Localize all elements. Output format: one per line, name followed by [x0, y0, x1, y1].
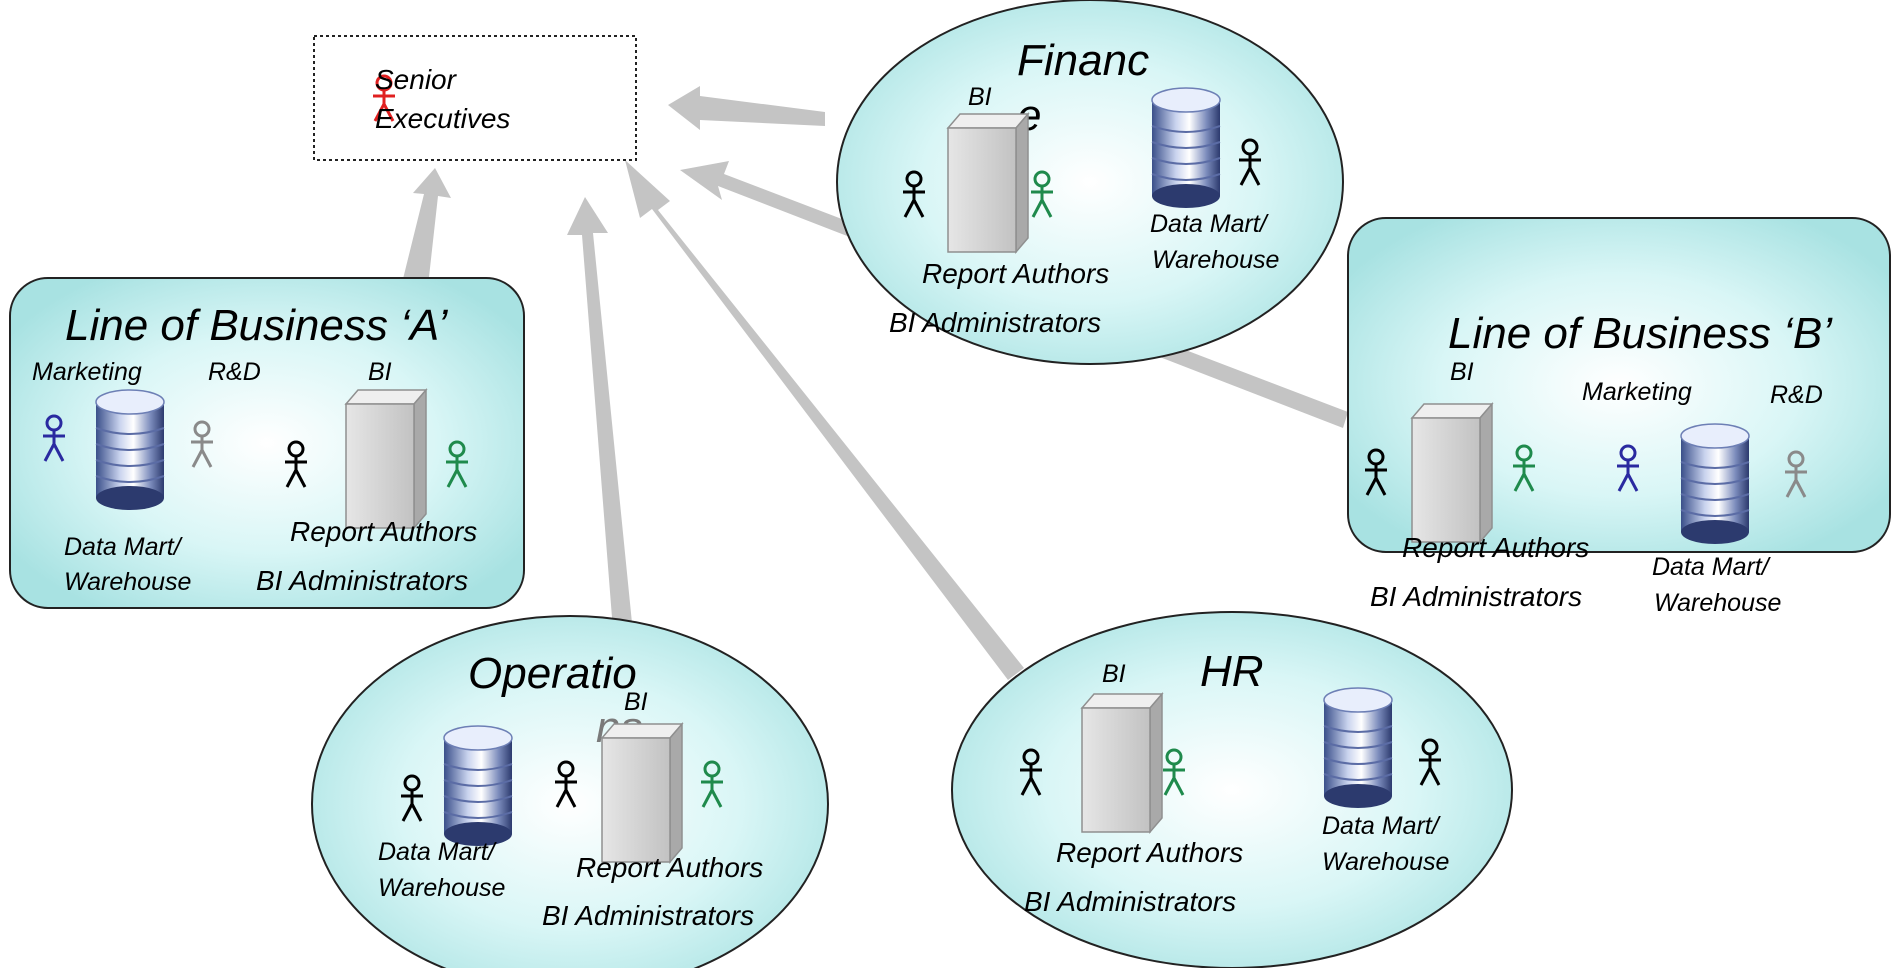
database-icon: [1151, 87, 1221, 209]
finance-report-authors-label: Report Authors: [922, 258, 1109, 289]
database-icon: [443, 725, 513, 847]
group-finance[interactable]: Financ e BI Data Mart/ Warehouse Report …: [836, 0, 1344, 365]
database-icon: [95, 389, 165, 511]
lob-a-rd-label: R&D: [208, 358, 261, 386]
bi-server-icon: [947, 113, 1029, 253]
operations-bi-label: BI: [624, 688, 648, 716]
lob-a-dm-line1: Data Mart/: [64, 533, 184, 561]
lob-b-bi-admins-label: BI Administrators: [1370, 581, 1582, 612]
hr-dm-line1: Data Mart/: [1322, 812, 1442, 840]
group-lob-a[interactable]: Line of Business ‘A’ Marketing R&D BI Re…: [9, 277, 525, 609]
lob-b-bi-label: BI: [1450, 358, 1474, 386]
finance-bi-label: BI: [968, 83, 992, 111]
lob-b-report-authors-label: Report Authors: [1402, 532, 1589, 563]
arrow-finance: [668, 86, 825, 130]
bi-server-icon: [601, 723, 683, 863]
lob-a-bi-admins-label: BI Administrators: [256, 565, 468, 596]
finance-dm-line1: Data Mart/: [1150, 210, 1270, 238]
bi-server-icon: [1081, 693, 1163, 833]
group-hr[interactable]: HR BI Data Mart/ Warehouse Report Author…: [951, 611, 1513, 969]
finance-dm-line2: Warehouse: [1152, 246, 1279, 274]
arrow-lob-a: [402, 168, 451, 286]
operations-bi-admins-label: BI Administrators: [542, 900, 754, 931]
finance-bi-admins-label: BI Administrators: [889, 307, 1101, 338]
lob-a-marketing-label: Marketing: [32, 358, 142, 386]
finance-title-line1: Financ: [1017, 36, 1149, 85]
hr-report-authors-label: Report Authors: [1056, 837, 1243, 868]
lob-a-dm-line2: Warehouse: [64, 568, 191, 596]
executives-label-line1: Senior: [375, 64, 458, 95]
bi-server-icon: [1411, 403, 1493, 543]
group-lob-b[interactable]: Line of Business ‘B’ BI Marketing R&D Re…: [1347, 217, 1891, 617]
arrow-operations: [567, 197, 634, 643]
lob-a-bi-label: BI: [368, 358, 392, 386]
lob-b-title: Line of Business ‘B’: [1448, 309, 1833, 358]
lob-b-dm-line1: Data Mart/: [1652, 553, 1772, 581]
executives-label-line2: Executives: [375, 103, 510, 134]
hr-title: HR: [1200, 647, 1264, 696]
operations-dm-line1: Data Mart/: [378, 838, 498, 866]
group-operations[interactable]: Operatio ns BI Data Mart/ Warehouse Repo…: [311, 615, 829, 973]
operations-report-authors-label: Report Authors: [576, 852, 763, 883]
lob-a-title: Line of Business ‘A’: [65, 301, 449, 350]
bi-server-icon: [345, 389, 427, 529]
lob-b-rd-label: R&D: [1770, 381, 1823, 409]
hr-bi-admins-label: BI Administrators: [1024, 886, 1236, 917]
lob-b-marketing-label: Marketing: [1582, 378, 1692, 406]
lob-b-dm-line2: Warehouse: [1654, 589, 1781, 617]
hr-bi-label: BI: [1102, 660, 1126, 688]
senior-executives-box[interactable]: Senior Executives: [313, 35, 637, 161]
operations-dm-line2: Warehouse: [378, 874, 505, 902]
arrow-hr: [625, 160, 1024, 680]
database-icon: [1323, 687, 1393, 809]
operations-title-line1: Operatio: [468, 649, 637, 698]
database-icon: [1680, 423, 1750, 545]
lob-a-report-authors-label: Report Authors: [290, 516, 477, 547]
hr-dm-line2: Warehouse: [1322, 848, 1449, 876]
